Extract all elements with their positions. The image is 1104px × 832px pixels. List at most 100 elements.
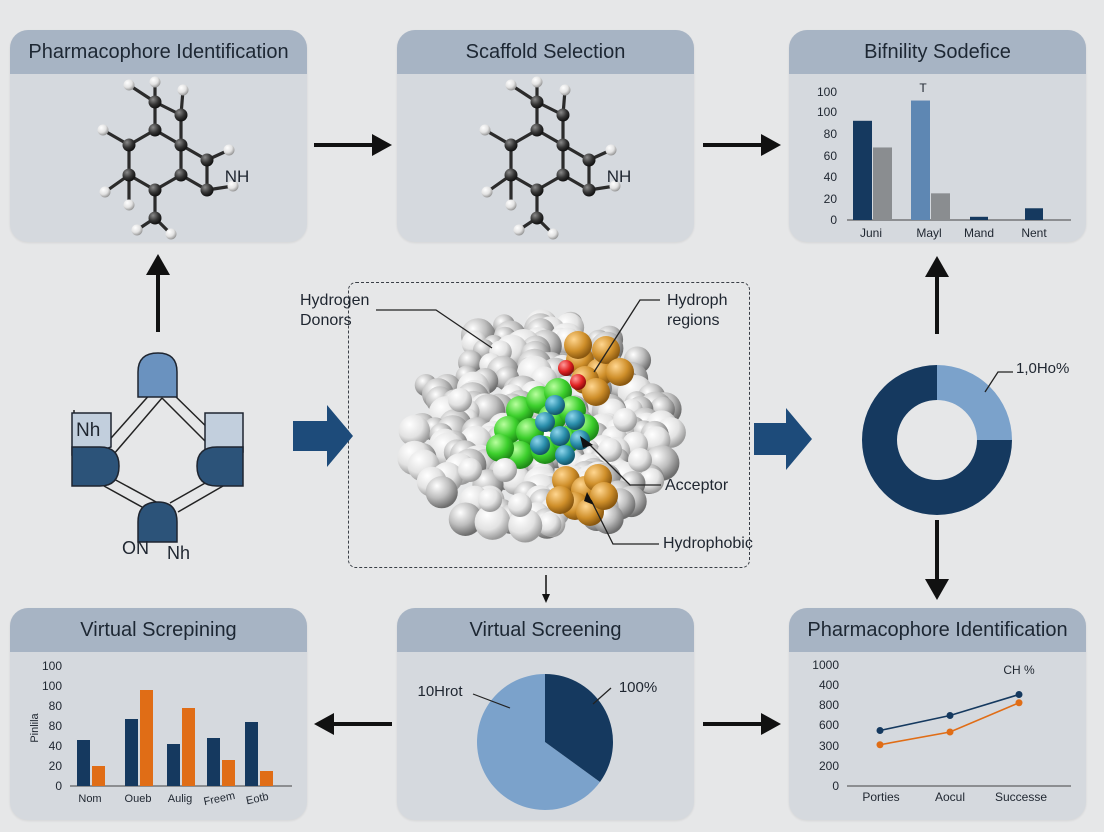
teal-atom-sphere <box>565 410 585 430</box>
carbon-atom <box>200 183 214 197</box>
y-tick-label: 60 <box>824 149 838 163</box>
data-point <box>876 727 884 734</box>
x-tick-label: Oueb <box>125 793 152 805</box>
label-hydrophobic: Hydrophobic <box>663 535 753 552</box>
bar <box>182 708 195 786</box>
atom-sphere <box>628 448 652 472</box>
arrow-up-icon <box>146 254 170 332</box>
hydrogen-atom <box>97 124 109 136</box>
x-tick-label: Successe <box>995 790 1047 804</box>
bar <box>911 100 930 220</box>
hydrogen-atom <box>605 144 617 156</box>
atom-sphere <box>448 502 483 536</box>
y-tick-label: 80 <box>49 699 63 713</box>
pie-callout <box>592 687 612 705</box>
donut-slice <box>937 365 1012 440</box>
data-point <box>946 712 954 719</box>
x-tick-label: Porties <box>862 790 899 804</box>
carbon-atom <box>556 108 570 122</box>
teal-atom-sphere <box>530 435 550 455</box>
orange-region-sphere <box>546 486 574 514</box>
hydrogen-atom <box>559 84 571 96</box>
bar <box>167 744 180 786</box>
y-tick-label: 100 <box>817 85 837 99</box>
arrow-up-icon <box>925 256 949 334</box>
panel-scaffold-selection: Scaffold Selection NH <box>397 30 694 242</box>
molecule-structure: NH <box>97 76 250 240</box>
carbon-atom <box>148 211 162 225</box>
bar <box>970 216 988 220</box>
atom-sphere <box>478 488 502 512</box>
hydrogen-atom <box>149 76 161 88</box>
atom-sphere <box>425 476 458 509</box>
carbon-atom <box>200 153 214 167</box>
bar <box>125 719 138 786</box>
orange-region-sphere <box>606 358 634 386</box>
atom-sphere <box>598 438 622 462</box>
data-point <box>946 728 954 736</box>
arrowhead-icon <box>584 492 594 505</box>
y-tick-label: 40 <box>49 739 63 753</box>
arrow-right-icon <box>314 134 392 156</box>
y-tick-label: 300 <box>819 739 839 753</box>
x-tick-label: Nent <box>1021 226 1047 240</box>
donut-chart <box>862 365 1012 515</box>
y-tick-label: 100 <box>817 105 837 119</box>
panel-title: Virtual Screpining <box>10 608 307 652</box>
carbon-atom <box>530 211 544 225</box>
green-region-sphere <box>486 434 514 462</box>
bar <box>1025 208 1043 220</box>
bar <box>140 690 153 786</box>
y-tick-label: 80 <box>49 719 63 733</box>
hydrogen-atom <box>165 228 177 240</box>
panel-pharmacophore-top: Pharmacophore Identification NH <box>10 30 307 242</box>
molecule-structure: NH <box>479 76 631 240</box>
atom-sphere <box>458 458 482 482</box>
donut-label: 1,0Ho% <box>1016 360 1070 377</box>
carbon-atom <box>148 183 162 197</box>
y-tick-label: 0 <box>832 779 839 793</box>
hydrogen-atom <box>479 124 491 136</box>
hydrogen-atom <box>547 228 559 240</box>
teal-atom-sphere <box>570 430 590 450</box>
x-tick-label: Aulig <box>168 793 192 805</box>
atom-sphere <box>508 508 543 543</box>
atom-sphere <box>638 468 665 494</box>
molecule-label: NH <box>225 167 250 186</box>
arrow-right-icon <box>703 713 781 735</box>
data-point <box>1015 691 1023 698</box>
carbon-atom <box>530 183 544 197</box>
ring-label-nh-bottom: Nh <box>167 543 191 563</box>
panel-title: Virtual Screening <box>397 608 694 652</box>
bar <box>260 771 273 786</box>
teal-atom-sphere <box>550 426 570 446</box>
y-tick-label: 20 <box>824 192 838 206</box>
bar <box>873 147 892 220</box>
x-tick-label: Nom <box>78 793 101 805</box>
hydrogen-atom <box>223 144 235 156</box>
bar <box>245 722 258 786</box>
y-tick-label: 100 <box>42 679 62 693</box>
carbon-atom <box>122 168 136 182</box>
arrow-right-icon <box>703 134 781 156</box>
carbon-atom <box>530 95 544 109</box>
teal-atom-sphere <box>555 445 575 465</box>
ring-label-on: ON <box>122 538 149 558</box>
hydrogen-atom <box>513 224 525 236</box>
panel-title: Pharmacophore Identification <box>789 608 1086 652</box>
y-tick-label: 80 <box>824 127 838 141</box>
red-atom-sphere <box>570 374 586 390</box>
atom-sphere <box>493 458 517 482</box>
orange-region-sphere <box>590 482 618 510</box>
y-tick-label: 1000 <box>812 658 839 672</box>
pie-label: 100% <box>619 679 657 696</box>
atom-sphere <box>508 493 532 517</box>
